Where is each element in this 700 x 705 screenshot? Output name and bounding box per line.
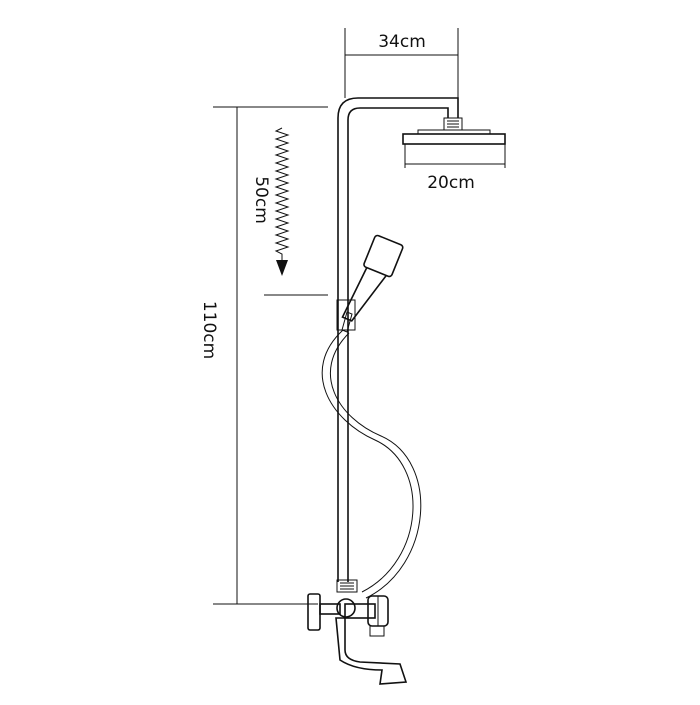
arm-width-label: 34cm <box>378 32 426 52</box>
arrow-down-icon <box>276 260 288 276</box>
hand-shower-face <box>363 234 404 278</box>
riser-outer-edge <box>337 97 459 582</box>
mixer-body <box>344 603 376 619</box>
bath-spout <box>335 617 408 685</box>
riser-inner-edge <box>347 107 449 582</box>
hand-shower <box>336 234 404 333</box>
zigzag-arrow-shaft <box>274 127 290 262</box>
hose-line-2 <box>330 332 422 599</box>
slide-range-indicator: 50cm <box>251 127 328 296</box>
hand-shower-head <box>341 234 404 322</box>
wall-connector <box>319 603 341 615</box>
total-height-dimension: 110cm <box>199 106 328 605</box>
riser-pipe <box>337 97 459 582</box>
total-height-label: 110cm <box>199 301 219 359</box>
arm-width-dimension: 34cm <box>344 28 459 98</box>
wall-flange <box>307 593 321 631</box>
head-width-label: 20cm <box>427 173 475 193</box>
rain-shower-head: 20cm <box>402 117 506 193</box>
hose-line-1 <box>321 329 414 593</box>
hand-shower-handle <box>341 267 387 322</box>
slide-bracket <box>336 299 356 331</box>
pipe-coupling <box>336 579 358 593</box>
diverter-knob <box>336 598 356 618</box>
slide-range-label: 50cm <box>251 176 271 224</box>
handle-base <box>369 625 385 637</box>
handle-tip <box>341 311 353 333</box>
shower-head-plate <box>402 133 506 145</box>
bath-mixer <box>307 579 408 685</box>
shower-hose <box>321 329 422 599</box>
